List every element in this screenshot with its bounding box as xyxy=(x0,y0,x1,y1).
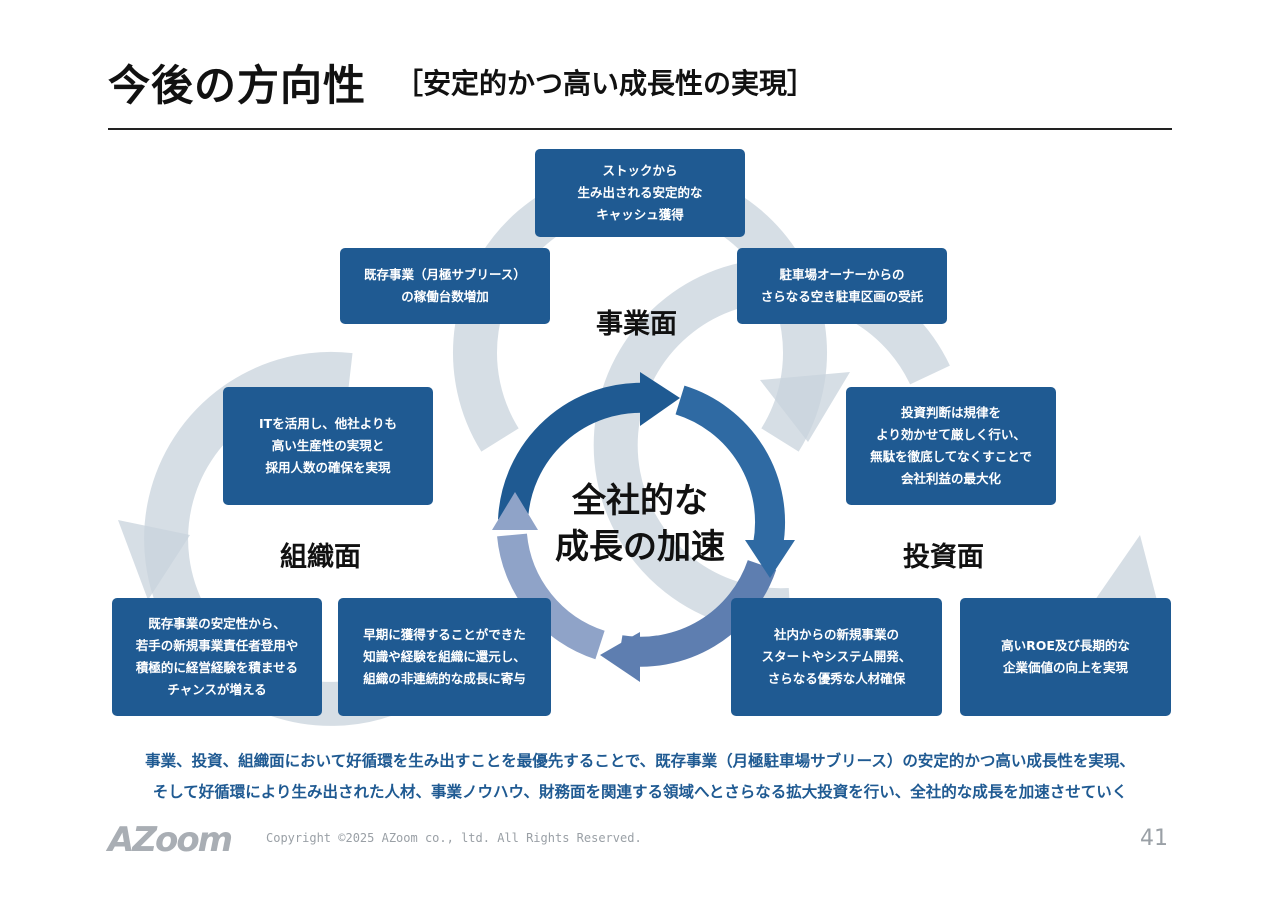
center-label: 全社的な 成長の加速 xyxy=(555,481,725,567)
knowledge-return-box: 早期に獲得することができた 知識や経験を組織に還元し、 組織の非連続的な成長に寄… xyxy=(338,598,551,716)
investment-label: 投資面 xyxy=(903,542,984,573)
title-divider xyxy=(108,128,1172,130)
young-leaders-box: 既存事業の安定性から、 若手の新規事業責任者登用や 積極的に経営経験を積ませる … xyxy=(112,598,322,716)
business-ring-arrowhead xyxy=(760,372,850,442)
page-title: 今後の方向性 xyxy=(108,61,367,110)
new-business-box: 社内からの新規事業の スタートやシステム開発、 さらなる優秀な人材確保 xyxy=(731,598,942,716)
investment-discipline-box: 投資判断は規律を より効かせて厳しく行い、 無駄を徹底してなくすことで 会社利益… xyxy=(846,387,1056,505)
company-logo: AZoom xyxy=(108,820,233,860)
investment-ring-arrowhead xyxy=(1095,535,1160,612)
page-subtitle: ［安定的かつ高い成長性の実現］ xyxy=(395,67,816,100)
summary-text: 事業、投資、組織面において好循環を生み出すことを最優先することで、既存事業（月極… xyxy=(145,752,1135,801)
central-arrowhead-top xyxy=(640,372,680,426)
it-productivity-box: ITを活用し、他社よりも 高い生産性の実現と 採用人数の確保を実現 xyxy=(223,387,433,505)
parking-owner-box: 駐車場オーナーからの さらなる空き駐車区画の受託 xyxy=(737,248,947,324)
copyright-text: Copyright ©2025 AZoom co., ltd. All Righ… xyxy=(266,831,642,845)
organization-label: 組織面 xyxy=(280,542,361,573)
page-number: 41 xyxy=(1140,826,1168,851)
central-arrowhead-right xyxy=(745,540,795,578)
business-label: 事業面 xyxy=(596,309,677,340)
stock-cash-box: ストックから 生み出される安定的な キャッシュ獲得 xyxy=(535,149,745,237)
central-arrowhead-bottom xyxy=(600,632,640,682)
central-arrowhead-left xyxy=(492,492,538,530)
organization-ring-arrowhead xyxy=(118,520,190,600)
high-roe-box: 高いROE及び長期的な 企業価値の向上を実現 xyxy=(960,598,1171,716)
existing-operations-box: 既存事業（月極サブリース） の稼働台数増加 xyxy=(340,248,550,324)
